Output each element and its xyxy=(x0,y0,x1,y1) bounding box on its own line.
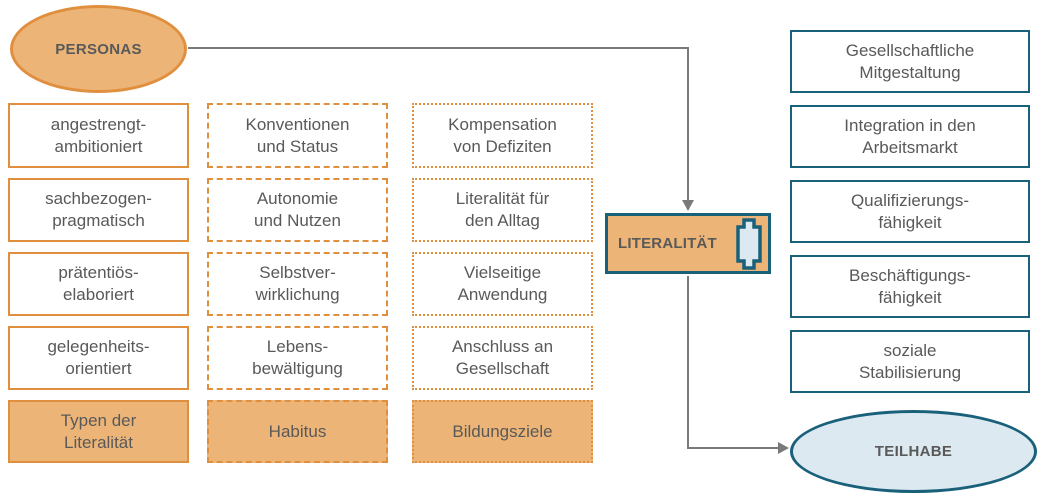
outcome-box: Integration in den Arbeitsmarkt xyxy=(790,105,1030,168)
outcome-box: soziale Stabilisierung xyxy=(790,330,1030,393)
outcome-box: Beschäftigungs- fähigkeit xyxy=(790,255,1030,318)
literalitaet-label: LITERALITÄT xyxy=(618,235,717,252)
habitus-box: Autonomie und Nutzen xyxy=(207,178,388,242)
literalitaet-node: LITERALITÄT xyxy=(605,213,771,274)
goal-box: Literalität für den Alltag xyxy=(412,178,593,242)
outcome-box: Qualifizierungs- fähigkeit xyxy=(790,180,1030,243)
goal-box: Vielseitige Anwendung xyxy=(412,252,593,316)
type-box: sachbezogen- pragmatisch xyxy=(8,178,189,242)
column-footer-bildungsziele: Bildungsziele xyxy=(412,400,593,463)
arrow-literalitaet-to-teilhabe xyxy=(687,276,778,449)
outcome-box: Gesellschaftliche Mitgestaltung xyxy=(790,30,1030,93)
arrowhead-right xyxy=(778,442,789,454)
scroll-icon xyxy=(736,217,762,270)
goal-box: Kompensation von Defiziten xyxy=(412,103,593,168)
type-box: gelegenheits- orientiert xyxy=(8,326,189,390)
goal-box: Anschluss an Gesellschaft xyxy=(412,326,593,390)
type-box: prätentiös- elaboriert xyxy=(8,252,189,316)
column-footer-habitus: Habitus xyxy=(207,400,388,463)
habitus-box: Lebens- bewältigung xyxy=(207,326,388,390)
teilhabe-node: TEILHABE xyxy=(790,410,1037,493)
habitus-box: Selbstver- wirklichung xyxy=(207,252,388,316)
personas-label: PERSONAS xyxy=(55,40,142,58)
personas-node: PERSONAS xyxy=(10,5,187,93)
type-box: angestrengt- ambitioniert xyxy=(8,103,189,168)
teilhabe-label: TEILHABE xyxy=(874,443,953,460)
arrowhead-down xyxy=(682,200,694,211)
habitus-box: Konventionen und Status xyxy=(207,103,388,168)
column-footer-typen: Typen der Literalität xyxy=(8,400,189,463)
